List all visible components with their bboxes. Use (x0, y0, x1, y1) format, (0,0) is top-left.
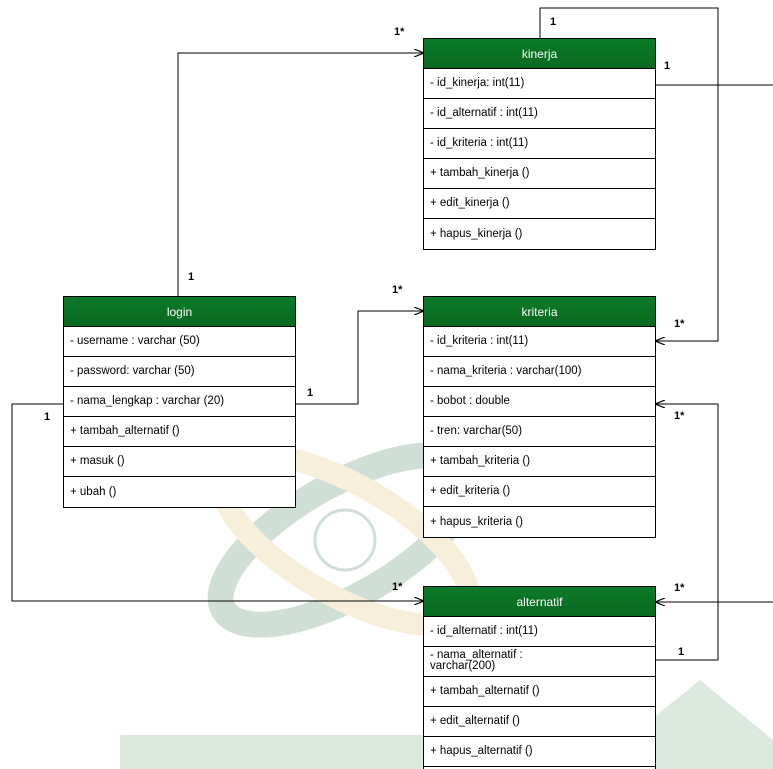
class-alternatif-row: + edit_alternatif () (424, 707, 655, 737)
class-kinerja-row: - id_kinerja: int(11) (424, 69, 655, 99)
class-kinerja-row: - id_kriteria : int(11) (424, 129, 655, 159)
mult-login-to-kriteria: 1 (307, 387, 314, 399)
login-to-kinerja (177, 53, 423, 296)
class-login[interactable]: login - username : varchar (50) - passwo… (63, 296, 296, 508)
mult-alternatif-from-login: 1* (392, 581, 403, 593)
class-kriteria-row: - bobot : double (424, 387, 655, 417)
class-login-row: - nama_lengkap : varchar (20) (64, 387, 295, 417)
class-kinerja[interactable]: kinerja - id_kinerja: int(11) - id_alter… (423, 38, 656, 250)
mult-alternatif-to-kriteria: 1 (678, 646, 685, 658)
kinerja-self-loop (539, 7, 719, 341)
class-login-row: + ubah () (70, 485, 117, 498)
class-kriteria-row: - tren: varchar(50) (424, 417, 655, 447)
class-kriteria[interactable]: kriteria - id_kriteria : int(11) - nama_… (423, 296, 656, 538)
class-kinerja-row: + hapus_kinerja () (430, 227, 523, 240)
mult-kinerja-self-top: 1 (550, 16, 557, 28)
class-alternatif[interactable]: alternatif - id_alternatif : int(11) - n… (423, 586, 656, 769)
class-login-row: - username : varchar (50) (64, 327, 295, 357)
mult-kriteria-from-alternatif: 1* (674, 410, 685, 422)
class-login-title: login (64, 297, 295, 327)
login-to-kriteria (296, 311, 423, 405)
mult-kriteria-from-kinerja: 1* (674, 318, 685, 330)
login-to-alternatif (11, 403, 423, 601)
class-kinerja-title: kinerja (424, 39, 655, 69)
class-kriteria-row: + hapus_kriteria () (430, 515, 523, 528)
class-login-row: + masuk () (64, 447, 295, 477)
class-alternatif-title: alternatif (424, 587, 655, 617)
class-login-row: - password: varchar (50) (64, 357, 295, 387)
class-kriteria-row: - nama_kriteria : varchar(100) (424, 357, 655, 387)
class-kinerja-row: - id_alternatif : int(11) (424, 99, 655, 129)
mult-kinerja-from-login: 1* (394, 26, 405, 38)
class-kriteria-row: - id_kriteria : int(11) (424, 327, 655, 357)
class-alternatif-row: - nama_alternatif : varchar(200) (424, 647, 655, 677)
class-kriteria-row: + edit_kriteria () (424, 477, 655, 507)
class-alternatif-row: + hapus_alternatif () (424, 737, 655, 767)
class-kriteria-title: kriteria (424, 297, 655, 327)
mult-alternatif-from-right: 1* (674, 582, 685, 594)
mult-login-to-alternatif: 1 (44, 411, 51, 423)
alternatif-to-kriteria (656, 404, 719, 661)
class-alternatif-row: + tambah_alternatif () (424, 677, 655, 707)
class-kinerja-row: + edit_kinerja () (424, 189, 655, 219)
class-kinerja-row: + tambah_kinerja () (424, 159, 655, 189)
mult-kinerja-self-right: 1 (664, 60, 671, 72)
mult-kriteria-from-login: 1* (392, 284, 403, 296)
class-login-row: + tambah_alternatif () (64, 417, 295, 447)
class-alternatif-row: - id_alternatif : int(11) (424, 617, 655, 647)
class-kriteria-row: + tambah_kriteria () (424, 447, 655, 477)
mult-login-to-kinerja: 1 (188, 271, 195, 283)
